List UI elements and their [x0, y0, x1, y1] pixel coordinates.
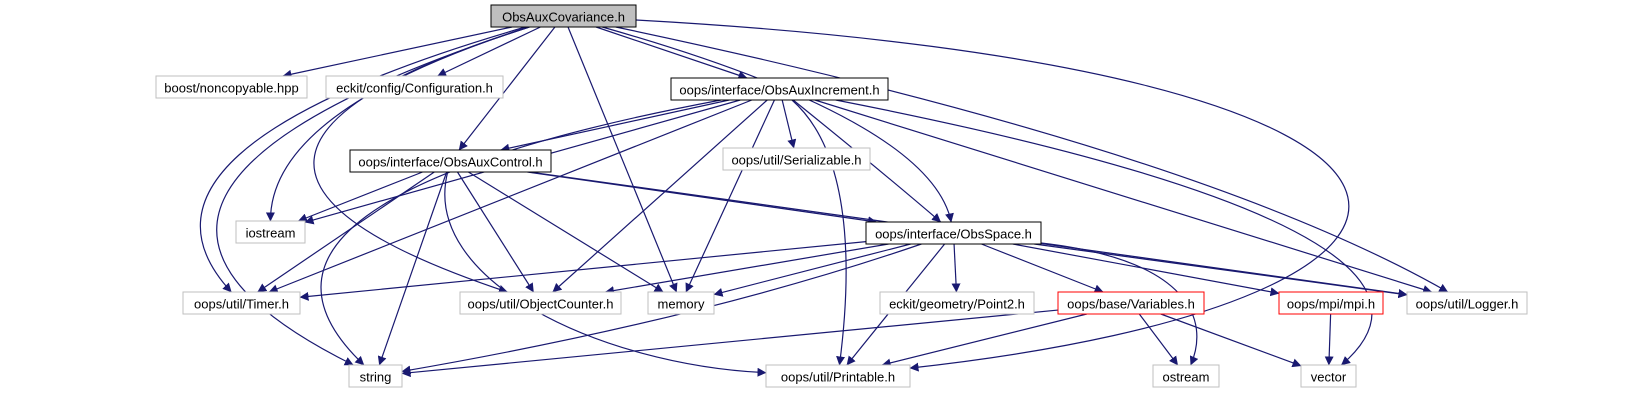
- node-box-noncopyable: [155, 75, 308, 99]
- node-variables[interactable]: oops/base/Variables.h: [1057, 291, 1205, 315]
- node-obsauxcovariance: ObsAuxCovariance.h: [490, 4, 637, 28]
- edge-obsauxcovariance-to-obsauxcontrol: [458, 26, 556, 151]
- node-label-obsauxcovariance: ObsAuxCovariance.h: [502, 10, 625, 25]
- edge-obsauxincrement-to-objectcounter: [552, 99, 768, 293]
- node-logger: oops/util/Logger.h: [1406, 291, 1528, 315]
- node-label-string: string: [360, 370, 392, 385]
- node-label-obsauxincrement: oops/interface/ObsAuxIncrement.h: [679, 83, 879, 98]
- node-box-point2: [879, 291, 1035, 315]
- node-label-mpi: oops/mpi/mpi.h: [1287, 297, 1375, 312]
- edge-obsauxcontrol-to-objectcounter: [456, 171, 535, 293]
- edge-obsauxcovariance-to-configuration: [437, 26, 541, 77]
- node-label-obsspace: oops/interface/ObsSpace.h: [875, 227, 1032, 242]
- edges-layer: [199, 19, 1449, 378]
- edge-variables-to-ostream: [1138, 313, 1179, 366]
- node-label-timer: oops/util/Timer.h: [194, 297, 289, 312]
- edge-obsspace-to-variables: [981, 243, 1104, 294]
- node-configuration: eckit/config/Configuration.h: [325, 75, 504, 99]
- node-label-serializable: oops/util/Serializable.h: [731, 153, 861, 168]
- edge-obsauxcovariance-to-logger: [615, 26, 1449, 293]
- edge-obsauxcontrol-to-timer: [257, 171, 435, 293]
- node-box-obsauxcontrol: [349, 149, 552, 173]
- node-serializable: oops/util/Serializable.h: [722, 147, 871, 171]
- edge-obsauxcovariance-to-memory: [567, 26, 678, 293]
- node-label-configuration: eckit/config/Configuration.h: [336, 81, 493, 96]
- edge-obsauxincrement-to-printable: [791, 99, 847, 366]
- node-box-configuration: [325, 75, 504, 99]
- edge-obsauxincrement-to-obsspace: [792, 99, 942, 223]
- node-obsauxcontrol[interactable]: oops/interface/ObsAuxControl.h: [349, 149, 552, 173]
- edge-mpi-to-vector: [1324, 313, 1334, 366]
- edge-obsauxcovariance-to-string: [216, 26, 530, 366]
- node-label-memory: memory: [658, 297, 705, 312]
- node-obsspace[interactable]: oops/interface/ObsSpace.h: [865, 221, 1042, 245]
- edge-obsspace-to-point2: [951, 243, 961, 293]
- edge-obsauxincrement-to-memory: [685, 99, 775, 293]
- node-memory: memory: [647, 291, 715, 315]
- edge-obsauxcovariance-to-objectcounter: [313, 26, 530, 294]
- edge-obsauxincrement-to-serializable: [781, 99, 797, 149]
- edge-obsauxcovariance-to-iostream: [265, 26, 530, 222]
- edge-obsauxcovariance-to-obsspace: [602, 26, 954, 223]
- node-label-point2: eckit/geometry/Point2.h: [889, 297, 1025, 312]
- edge-obsspace-to-objectcounter: [604, 243, 889, 296]
- edge-variables-to-vector: [1160, 313, 1302, 368]
- node-label-iostream: iostream: [246, 226, 296, 241]
- node-box-printable: [765, 364, 911, 388]
- edge-obsspace-to-timer: [299, 241, 867, 301]
- edge-obsspace-to-mpi: [1012, 243, 1280, 297]
- edge-obsauxincrement-to-string: [320, 99, 722, 366]
- edge-obsauxcontrol-to-string: [377, 171, 448, 366]
- node-label-variables: oops/base/Variables.h: [1067, 297, 1195, 312]
- node-label-printable: oops/util/Printable.h: [781, 370, 895, 385]
- node-box-timer: [182, 291, 301, 315]
- node-box-memory: [647, 291, 715, 315]
- node-box-mpi: [1278, 291, 1384, 315]
- node-iostream: iostream: [235, 220, 306, 244]
- node-mpi[interactable]: oops/mpi/mpi.h: [1278, 291, 1384, 315]
- node-noncopyable: boost/noncopyable.hpp: [155, 75, 308, 99]
- node-box-serializable: [722, 147, 871, 171]
- edge-obsauxcovariance-to-noncopyable: [282, 26, 513, 79]
- node-box-obsauxcovariance: [490, 4, 637, 28]
- node-box-ostream: [1152, 364, 1220, 388]
- node-box-logger: [1406, 291, 1528, 315]
- node-label-noncopyable: boost/noncopyable.hpp: [164, 81, 298, 96]
- node-printable: oops/util/Printable.h: [765, 364, 911, 388]
- node-string: string: [348, 364, 403, 388]
- edge-obsauxcontrol-to-memory: [468, 171, 664, 293]
- node-box-obsauxincrement: [670, 77, 889, 101]
- node-objectcounter: oops/util/ObjectCounter.h: [459, 291, 622, 315]
- nodes-layer: ObsAuxCovariance.h boost/noncopyable.hpp e…: [155, 4, 1528, 388]
- node-label-logger: oops/util/Logger.h: [1416, 297, 1519, 312]
- node-label-vector: vector: [1311, 370, 1347, 385]
- edge-obsauxincrement-to-timer: [268, 99, 753, 294]
- node-label-obsauxcontrol: oops/interface/ObsAuxControl.h: [358, 155, 542, 170]
- node-box-obsspace: [865, 221, 1042, 245]
- node-vector: vector: [1300, 364, 1357, 388]
- edge-obsauxcovariance-to-obsauxincrement: [595, 26, 748, 80]
- node-box-string: [348, 364, 403, 388]
- node-box-objectcounter: [459, 291, 622, 315]
- edge-variables-to-string: [401, 309, 1059, 378]
- node-box-variables: [1057, 291, 1205, 315]
- node-box-iostream: [235, 220, 306, 244]
- edge-obsspace-to-memory: [713, 243, 911, 297]
- edge-obsauxcovariance-to-timer: [199, 26, 526, 293]
- edge-obsauxcovariance-to-printable: [635, 19, 1350, 372]
- edge-variables-to-printable: [881, 313, 1087, 368]
- node-label-objectcounter: oops/util/ObjectCounter.h: [468, 297, 614, 312]
- node-point2: eckit/geometry/Point2.h: [879, 291, 1035, 315]
- node-obsauxincrement[interactable]: oops/interface/ObsAuxIncrement.h: [670, 77, 889, 101]
- node-label-ostream: ostream: [1163, 370, 1210, 385]
- node-timer: oops/util/Timer.h: [182, 291, 301, 315]
- node-ostream: ostream: [1152, 364, 1220, 388]
- edge-obsauxcontrol-to-iostream: [297, 171, 423, 223]
- edge-obsauxincrement-to-vector: [835, 99, 1373, 366]
- edge-obsauxincrement-to-logger: [814, 99, 1433, 294]
- node-box-vector: [1300, 364, 1357, 388]
